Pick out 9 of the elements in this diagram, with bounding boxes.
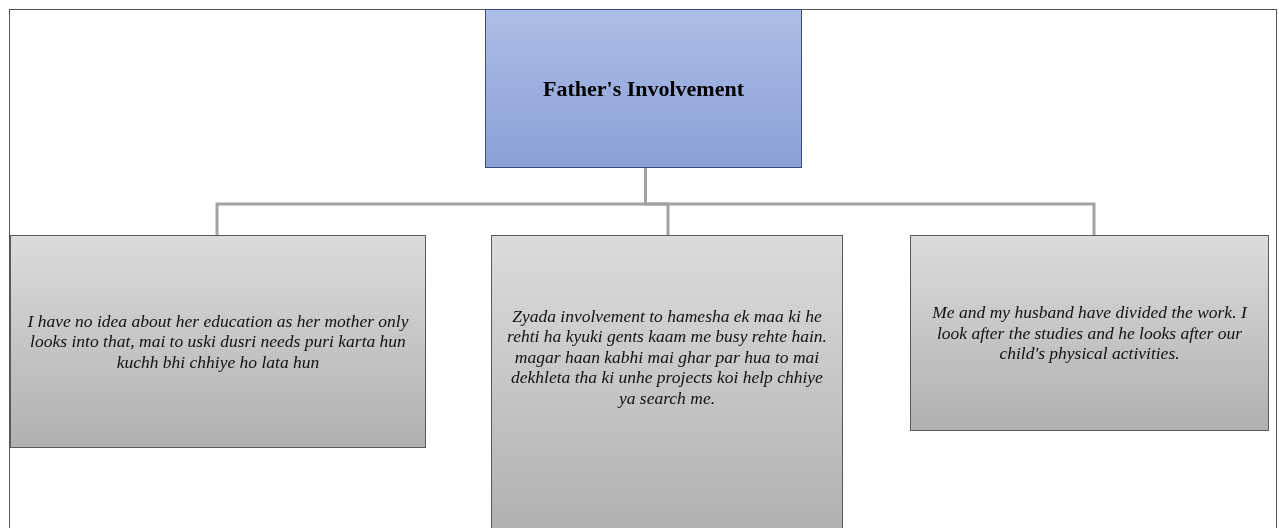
- quote-box: [10, 235, 426, 448]
- heading-text: Father's Involvement: [543, 75, 744, 102]
- quote-text: Me and my husband have divided the work. I look after the studies and he looks after our child's physical activities.: [931, 302, 1249, 364]
- quote-text: I have no idea about her education as her mother only looks into that, mai to uski dusri needs puri karta hun kuchh bhi chhiye ho lata hun: [26, 310, 410, 373]
- quote-text: Zyada involvement to hamesha ek maa ki he rehti ha kyuki gents kaam me busy rehte hain. magar haan kabhi mai ghar par hua to mai dekhleta tha ki unhe projects koi help chhiye ya search me.: [506, 306, 828, 409]
- quote-box: [910, 235, 1269, 431]
- title-box: [485, 9, 802, 168]
- quote-box: [491, 235, 843, 528]
- connector-line: [644, 168, 1096, 235]
